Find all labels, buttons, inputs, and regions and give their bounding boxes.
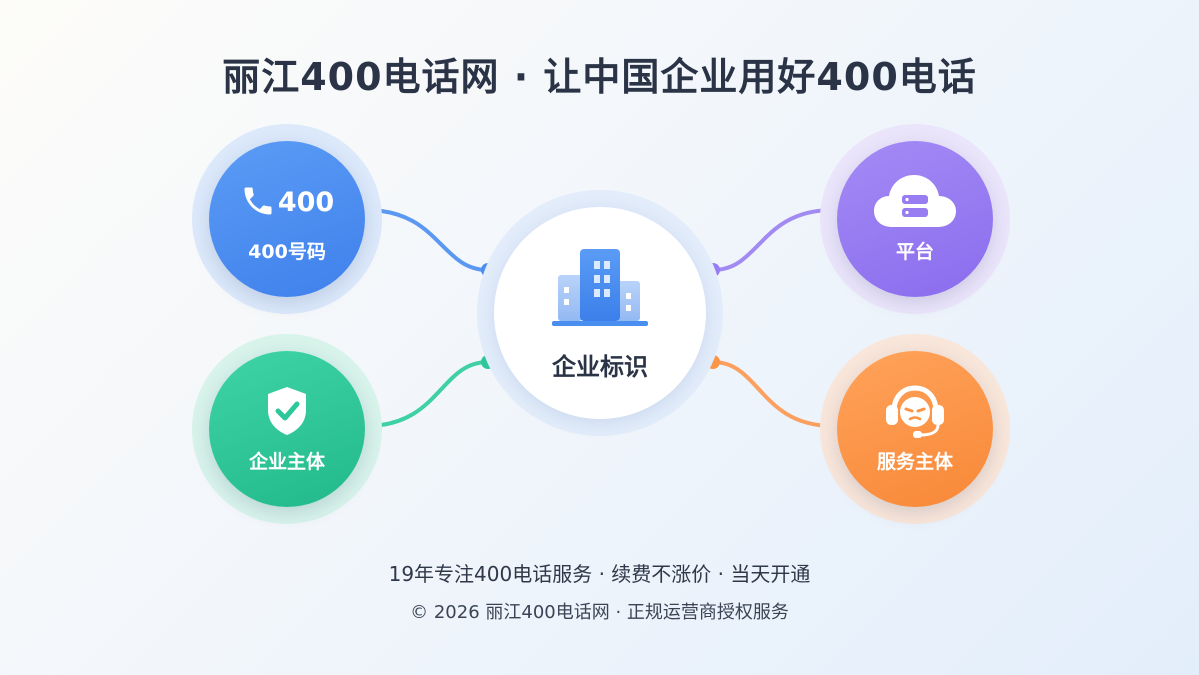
phone-icon-number: 400 — [277, 187, 335, 218]
connector-entity — [364, 360, 490, 428]
phone-icon — [240, 183, 276, 223]
node-service-entity-label: 服务主体 — [876, 450, 953, 473]
node-enterprise-entity[interactable]: 企业主体 — [209, 351, 365, 507]
node-platform[interactable]: 平台 — [837, 141, 993, 297]
node-400-number-label: 400号码 — [248, 240, 326, 263]
node-platform-label: 平台 — [895, 240, 934, 263]
center-node-halo: 企业标识 — [477, 190, 723, 436]
connector-number — [364, 208, 490, 272]
shield-check-icon — [264, 385, 310, 441]
building-icon — [550, 245, 650, 333]
connector-platform — [711, 208, 835, 272]
connector-service — [711, 360, 835, 428]
node-service-entity-halo: 服务主体 — [820, 334, 1010, 524]
footer-copyright: © 2026 丽江400电话网 · 正规运营商授权服务 — [410, 602, 789, 623]
center-node-label: 企业标识 — [552, 352, 648, 381]
center-node-enterprise-id[interactable]: 企业标识 — [494, 207, 706, 419]
node-platform-halo: 平台 — [820, 124, 1010, 314]
cloud-server-icon — [872, 171, 958, 235]
page-title: 丽江400电话网 · 让中国企业用好400电话 — [222, 55, 977, 99]
node-enterprise-entity-halo: 企业主体 — [192, 334, 382, 524]
headset-agent-icon — [880, 383, 950, 443]
footer-tagline: 19年专注400电话服务 · 续费不涨价 · 当天开通 — [388, 562, 811, 586]
node-400-number[interactable]: 400 400号码 — [209, 141, 365, 297]
node-enterprise-entity-label: 企业主体 — [248, 450, 325, 473]
node-400-number-halo: 400 400号码 — [192, 124, 382, 314]
node-service-entity[interactable]: 服务主体 — [837, 351, 993, 507]
